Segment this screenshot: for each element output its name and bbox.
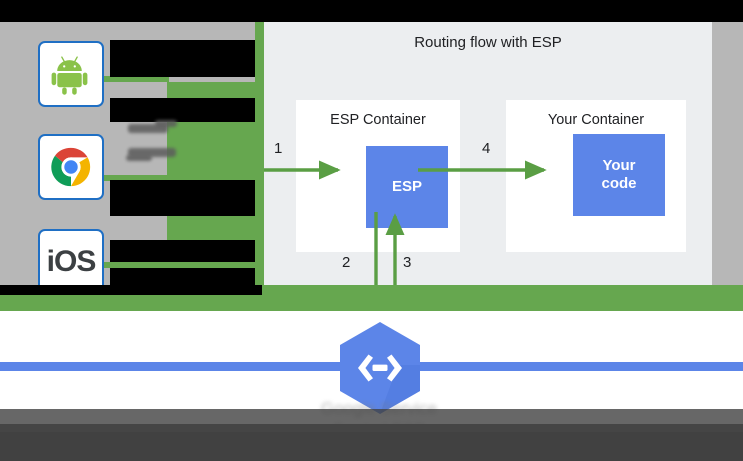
occlusion-block (110, 180, 262, 216)
step-number-1: 1 (274, 140, 283, 157)
endpoints-hexagon-icon (340, 322, 420, 414)
esp-container-box: ESP Container ESP (296, 100, 460, 252)
routing-flow-diagram: Routing flow with ESP ESP Container ESP … (264, 22, 712, 292)
occlusion-block (110, 240, 262, 262)
redacted-text-smudge (126, 155, 152, 161)
android-icon (51, 56, 88, 95)
occlusion-block (0, 285, 262, 295)
your-container-label: Your Container (547, 112, 645, 128)
caption-occlusion-upper (0, 409, 743, 425)
occlusion-block (110, 40, 262, 77)
step-number-2: 2 (342, 254, 351, 271)
chrome-icon (51, 147, 91, 187)
your-code-line-2: code (601, 175, 637, 192)
ios-label: iOS (46, 245, 97, 278)
your-code-box: Your code (573, 134, 665, 216)
client-tile-ios: iOS (38, 229, 104, 295)
top-black-bar (0, 0, 743, 22)
cloud-endpoints-logo (336, 320, 424, 416)
your-code-line-1: Your (602, 157, 636, 175)
green-connector-ios (99, 262, 169, 268)
step-number-3: 3 (403, 254, 412, 271)
esp-service-box: ESP (366, 146, 448, 228)
step-number-4: 4 (482, 140, 491, 157)
green-connector-android (99, 76, 169, 82)
redacted-text-smudge (128, 124, 168, 133)
occlusion-block (110, 98, 262, 122)
client-tile-chrome (38, 134, 104, 200)
redacted-text-smudge (155, 120, 177, 127)
green-highlight-edge (255, 22, 264, 292)
page-right-margin (712, 22, 743, 292)
bottom-dark-band-highlight (0, 424, 743, 432)
client-tile-android (38, 41, 104, 107)
redacted-text-smudge (128, 148, 176, 157)
green-connector-chrome (99, 175, 169, 181)
esp-container-label: ESP Container (330, 112, 426, 128)
diagram-title: Routing flow with ESP (414, 34, 562, 51)
